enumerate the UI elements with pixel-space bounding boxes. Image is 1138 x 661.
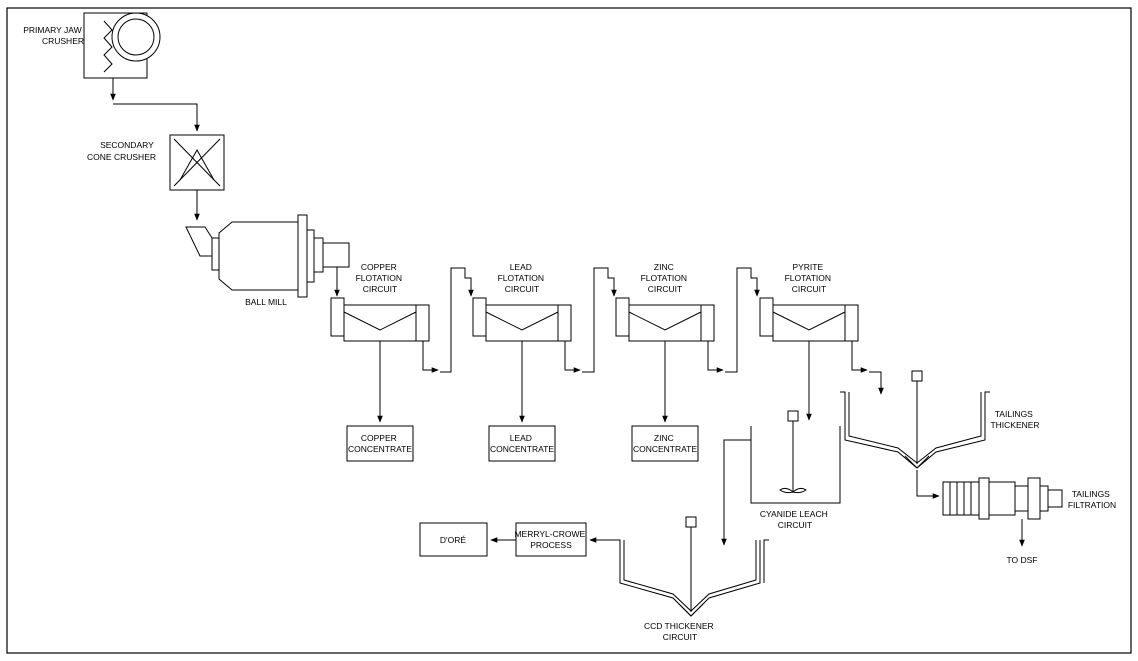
- lead-concentrate-box: [488, 425, 556, 462]
- flow-line-jaw-to-cone-b: [113, 103, 200, 132]
- dore-box: [419, 522, 488, 557]
- zinc-concentrate-label: ZINC CONCENTRATE: [633, 433, 697, 454]
- zinc-concentrate-box: [631, 425, 699, 462]
- lead-flotation-label: LEAD FLOTATION CIRCUIT: [498, 262, 547, 294]
- primary-jaw-crusher-label: PRIMARY JAW CRUSHER: [23, 25, 84, 46]
- primary-jaw-crusher: [83, 12, 161, 79]
- flow-line-copper-to-lead-b: [440, 267, 474, 373]
- copper-concentrate-label: COPPER CONCENTRATE: [348, 433, 412, 454]
- lead-flotation-cell: [472, 297, 572, 342]
- ccd-thickener-label: CCD THICKENER CIRCUIT: [644, 621, 716, 642]
- dore-label: D'ORÉ: [440, 535, 467, 545]
- secondary-cone-crusher: [169, 134, 225, 191]
- tailings-thickener-label: TAILINGS THICKENER: [990, 409, 1039, 430]
- cyanide-leach-label: CYANIDE LEACH CIRCUIT: [760, 509, 830, 530]
- flow-line-leach-overflow: [721, 439, 751, 546]
- zinc-flotation-label: ZINC FLOTATION CIRCUIT: [641, 262, 690, 294]
- copper-flotation-cell: [330, 297, 430, 342]
- secondary-cone-crusher-label: SECONDARY CONE CRUSHER: [87, 140, 156, 162]
- zinc-flotation-cell: [615, 297, 715, 342]
- flow-line-zinc-to-pyrite-b: [725, 267, 760, 373]
- flow-line-leach-to-ccd: [763, 539, 769, 583]
- ball-mill-label: BALL MILL: [245, 297, 287, 307]
- lead-concentrate-label: LEAD CONCENTRATE: [490, 433, 554, 454]
- flow-line-pyrite-to-tailings: [851, 341, 868, 373]
- flow-line-pyrite-to-tailings-b: [869, 371, 884, 395]
- merryl-crowe-box: [515, 522, 587, 557]
- tailings-filtration-label: TAILINGS FILTRATION: [1068, 489, 1116, 510]
- pyrite-flotation-label: PYRITE FLOTATION CIRCUIT: [785, 262, 834, 294]
- flow-line-copper-to-lead: [422, 341, 439, 373]
- tailings-filter-press: [942, 477, 1063, 520]
- page-border: [6, 7, 1132, 654]
- flow-line-lead-to-zinc-b: [582, 267, 617, 373]
- cyanide-leach-tank: [750, 410, 841, 504]
- copper-concentrate-box: [346, 425, 414, 462]
- flow-line-thickener-to-filter: [916, 470, 940, 499]
- flow-line-zinc-to-pyrite: [707, 341, 724, 373]
- to-dsf-label: TO DSF: [1006, 555, 1037, 565]
- tailings-thickener: [840, 370, 990, 469]
- flow-line-lead-to-zinc: [564, 341, 581, 373]
- merryl-crowe-label: MERRYL-CROWE PROCESS: [514, 529, 587, 550]
- ccd-thickener: [614, 516, 761, 617]
- ball-mill: [185, 214, 350, 298]
- pyrite-flotation-cell: [759, 297, 859, 342]
- copper-flotation-label: COPPER FLOTATION CIRCUIT: [356, 262, 405, 294]
